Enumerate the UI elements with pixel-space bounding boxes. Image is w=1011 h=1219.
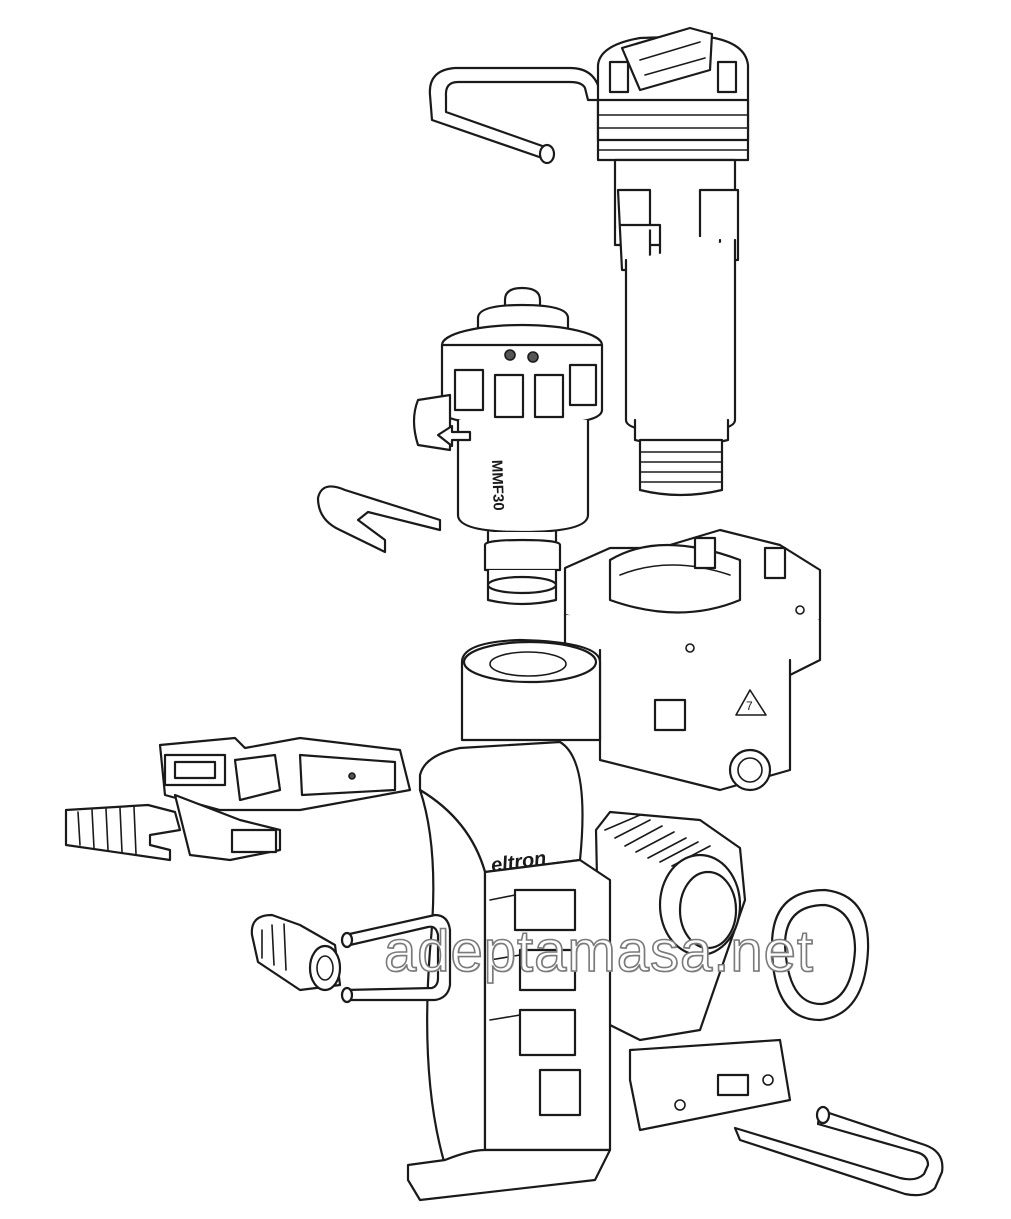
fitting-left (250, 913, 342, 992)
u-pin-bottom (733, 1105, 944, 1197)
main-body: 7 (460, 528, 870, 1132)
part-marking: MMF30 (488, 460, 507, 511)
u-pin-top (428, 66, 602, 165)
latch-assembly (64, 736, 412, 862)
fork-clip (316, 485, 442, 554)
cartridge-upper (596, 26, 750, 497)
watermark: adeptamasa.net (383, 918, 814, 985)
u-pin-left (340, 913, 452, 1004)
diverter-motor: MMF30 (412, 286, 604, 606)
front-cover: eltron (406, 740, 612, 1202)
recycle-code: 7 (746, 699, 753, 713)
